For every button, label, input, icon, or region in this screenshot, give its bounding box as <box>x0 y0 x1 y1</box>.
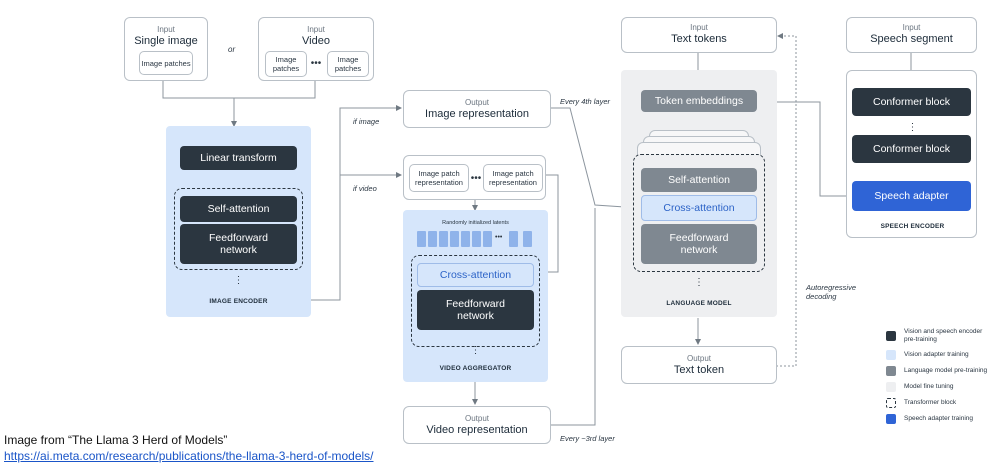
legend-item: Speech adapter training <box>886 414 996 424</box>
legend-item: Model fine tuning <box>886 382 996 392</box>
legend-item: Language model pre-training <box>886 366 996 376</box>
legend-label: Model fine tuning <box>904 383 954 390</box>
video-title: Video <box>302 35 330 47</box>
image-patches: Image patches <box>139 51 193 75</box>
legend-item: Vision adapter training <box>886 350 996 360</box>
conformer-block-2: Conformer block <box>852 135 971 163</box>
legend-label: Speech adapter training <box>904 415 974 422</box>
video-representation-title: Video representation <box>426 424 528 436</box>
input-single-image: Input Single image Image patches <box>124 17 208 81</box>
legend-item: Vision and speech encoder pre-training <box>886 328 996 344</box>
legend-swatch <box>886 398 896 408</box>
language-model-panel: Token embeddings Self-attention Cross-at… <box>621 70 777 317</box>
video-aggregator-panel: Randomly initialized latents ••• Cross-a… <box>403 210 548 382</box>
lm-self-attention: Self-attention <box>641 168 757 192</box>
language-model-label: LANGUAGE MODEL <box>666 300 732 307</box>
output-label: Output <box>464 98 489 107</box>
lm-cross-attention: Cross-attention <box>641 195 757 221</box>
legend-swatch <box>886 366 896 376</box>
ellipsis-vertical: ⋮ <box>470 345 481 356</box>
autoregressive-decoding-label: Autoregressive decoding <box>806 283 857 301</box>
latent-token <box>461 231 470 247</box>
speech-segment-title: Speech segment <box>870 33 953 45</box>
video-image-patches-1: Image patches <box>265 51 307 77</box>
ellipsis-vertical: ⋮ <box>907 122 918 133</box>
legend-swatch <box>886 331 896 341</box>
image-patch-representation-2: Image patch representation <box>483 164 543 192</box>
ellipsis: ••• <box>310 58 322 69</box>
legend-label: Language model pre-training <box>904 367 988 374</box>
conformer-block-1: Conformer block <box>852 88 971 116</box>
single-image-title: Single image <box>134 35 198 47</box>
caption-link[interactable]: https://ai.meta.com/research/publication… <box>4 449 374 463</box>
ellipsis: ••• <box>495 234 503 241</box>
input-speech-segment: Input Speech segment <box>846 17 977 53</box>
ellipsis-vertical: ⋮ <box>694 277 704 288</box>
input-video: Input Video Image patches ••• Image patc… <box>258 17 374 81</box>
legend-swatch <box>886 382 896 392</box>
latents-row: ••• <box>417 231 535 247</box>
latent-token <box>439 231 448 247</box>
output-label: Output <box>464 414 489 423</box>
every-4th-layer-label: Every 4th layer <box>560 97 611 106</box>
input-label: Input <box>157 25 175 34</box>
legend-label: Transformer block <box>904 399 957 406</box>
linear-transform-block: Linear transform <box>180 146 297 170</box>
text-tokens-title: Text tokens <box>671 33 727 45</box>
patch-representations: Image patch representation ••• Image pat… <box>403 155 546 200</box>
legend-swatch <box>886 414 896 424</box>
output-label: Output <box>686 354 711 363</box>
image-feedforward: Feedforward network <box>180 224 297 264</box>
image-self-attention: Self-attention <box>180 196 297 222</box>
text-token-title: Text token <box>673 364 725 376</box>
output-image-representation: Output Image representation <box>403 90 551 128</box>
if-video-label: if video <box>353 184 377 193</box>
image-transformer-block <box>174 188 303 270</box>
or-label: or <box>228 45 236 54</box>
aggregator-transformer-block <box>411 255 540 347</box>
legend-label: Vision and speech encoder pre-training <box>904 328 983 343</box>
latent-token <box>417 231 426 247</box>
ellipsis-vertical: ⋮ <box>233 275 244 286</box>
latent-token <box>472 231 481 247</box>
latent-token <box>428 231 437 247</box>
video-image-patches-2: Image patches <box>327 51 369 77</box>
video-feedforward: Feedforward network <box>417 290 534 330</box>
image-encoder-label: IMAGE ENCODER <box>209 298 268 305</box>
if-image-label: if image <box>353 117 380 126</box>
input-label: Input <box>902 23 921 32</box>
every-3rd-layer-label: Every ~3rd layer <box>560 434 615 443</box>
image-encoder-panel: Linear transform Self-attention Feedforw… <box>166 126 311 317</box>
legend-item: Transformer block <box>886 398 996 408</box>
output-video-representation: Output Video representation <box>403 406 551 444</box>
speech-adapter-block: Speech adapter <box>852 181 971 211</box>
latent-token <box>523 231 532 247</box>
input-text-tokens: Input Text tokens <box>621 17 777 53</box>
legend-swatch <box>886 350 896 360</box>
caption-line1: Image from “The Llama 3 Herd of Models” <box>4 433 228 447</box>
randomly-initialized-latents-label: Randomly initialized latents <box>442 220 509 226</box>
video-cross-attention: Cross-attention <box>417 263 534 287</box>
image-patch-representation-1: Image patch representation <box>409 164 469 192</box>
speech-encoder-panel: Conformer block ⋮ Conformer block Speech… <box>846 70 977 238</box>
input-label: Input <box>307 25 325 34</box>
image-representation-title: Image representation <box>425 108 529 120</box>
lm-feedforward: Feedforward network <box>641 224 757 264</box>
legend-label: Vision adapter training <box>904 351 969 358</box>
speech-encoder-label: SPEECH ENCODER <box>880 223 945 230</box>
input-label: Input <box>690 23 708 32</box>
output-text-token: Output Text token <box>621 346 777 384</box>
token-embeddings-block: Token embeddings <box>641 90 757 112</box>
latent-token <box>509 231 518 247</box>
latent-token <box>450 231 459 247</box>
video-aggregator-label: VIDEO AGGREGATOR <box>439 365 512 372</box>
ellipsis: ••• <box>470 173 482 184</box>
latent-token <box>483 231 492 247</box>
